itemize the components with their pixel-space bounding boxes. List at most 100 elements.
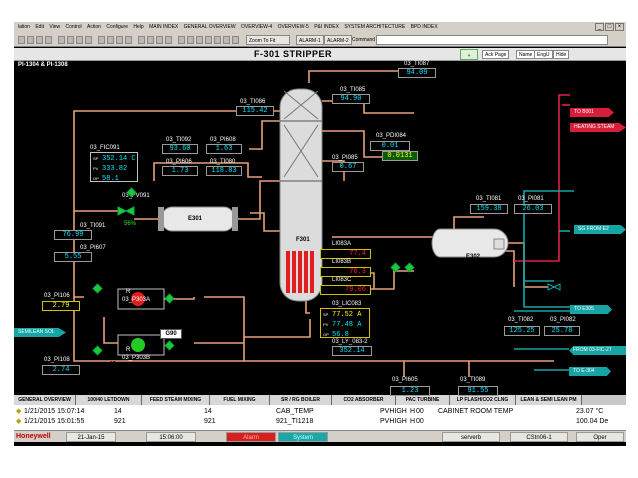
home-icon[interactable] xyxy=(36,36,43,44)
ti091-value[interactable]: 76.99 xyxy=(54,230,92,240)
pi106-value[interactable]: 2.79 xyxy=(42,301,80,311)
cancel-icon[interactable] xyxy=(205,36,212,44)
check-icon[interactable] xyxy=(196,36,203,44)
menu-item-pi-index[interactable]: P&I INDEX xyxy=(314,24,339,30)
tab-lp-flash[interactable]: LP FLASH/CO2 CLNG xyxy=(450,395,516,405)
menu-item-bpd-index[interactable]: BPD INDEX xyxy=(410,24,438,30)
menu-item-main-index[interactable]: MAIN INDEX xyxy=(149,24,179,30)
ly083-2-value[interactable]: 352.14 xyxy=(332,346,372,356)
page-left-icon[interactable] xyxy=(156,36,163,44)
ti085-value[interactable]: 94.90 xyxy=(332,94,370,104)
menu-item-system-architecture[interactable]: SYSTEM ARCHITECTURE xyxy=(344,24,406,30)
menu-item-view[interactable]: View xyxy=(49,24,61,30)
pi607-value[interactable]: 5.55 xyxy=(54,252,92,262)
page-right-icon[interactable] xyxy=(165,36,172,44)
pdi084-value-2[interactable]: 0.0131 xyxy=(382,151,418,161)
command-input[interactable] xyxy=(376,35,608,45)
stream-to-b001[interactable]: TO B001 xyxy=(570,108,614,117)
menu-item-configure[interactable]: Configure xyxy=(106,24,128,30)
pi108-value[interactable]: 2.74 xyxy=(42,365,80,375)
menu-item-overview-4[interactable]: OVERVIEW-4 xyxy=(241,24,273,30)
pi606-value[interactable]: 1.73 xyxy=(162,166,198,176)
alarm-row[interactable]: ◆ 1/21/2015 15:07:14 14 14 CAB_TEMP PVHI… xyxy=(14,407,626,416)
pi-reference-label: PI-1304 & PI-1308 xyxy=(18,62,68,68)
menu-item-control[interactable]: Control xyxy=(65,24,82,30)
alarm-2-button[interactable]: ALARM-2 xyxy=(324,35,352,45)
stream-heating-steam[interactable]: HEATING STEAM xyxy=(570,123,626,132)
back-icon[interactable] xyxy=(18,36,25,44)
stream-sg-from[interactable]: SG FROM E2 xyxy=(574,225,626,234)
operator-icon[interactable] xyxy=(107,36,114,44)
menu-item-overview-5[interactable]: OVERVIEW-5 xyxy=(277,24,309,30)
message-icon[interactable] xyxy=(116,36,123,44)
g90-button[interactable]: G90 xyxy=(160,329,182,339)
group-icon[interactable] xyxy=(85,36,92,44)
hide-button[interactable]: Hide xyxy=(553,50,570,59)
page-up-icon[interactable] xyxy=(138,36,145,44)
name-button[interactable]: Name xyxy=(516,50,536,59)
pi605-value[interactable]: 1.23 xyxy=(390,386,430,396)
event-summary-icon[interactable] xyxy=(67,36,74,44)
li083b-value[interactable]: 76.3 xyxy=(320,267,371,277)
engu-button[interactable]: EngU xyxy=(534,50,553,59)
ack-page-button[interactable]: Ack Page xyxy=(482,50,510,59)
ack-icon[interactable] xyxy=(178,36,185,44)
menu-item-action[interactable]: Action xyxy=(87,24,101,30)
menu-item-general-overview[interactable]: GENERAL OVERVIEW xyxy=(183,24,236,30)
pi608-value[interactable]: 1.63 xyxy=(206,144,242,154)
tab-lean-semi-lean[interactable]: LEAN & SEMI LEAN PM xyxy=(516,395,582,405)
ti087-value[interactable]: 94.09 xyxy=(398,68,436,78)
stream-to-e304[interactable]: TO E-304 xyxy=(569,367,611,376)
tab-pac-turbine[interactable]: PAC TURBINE xyxy=(396,395,450,405)
tab-feed-steam-mixing[interactable]: FEED STEAM MIXING xyxy=(142,395,210,405)
print-icon[interactable] xyxy=(45,36,52,44)
ti089-value[interactable]: 91.55 xyxy=(458,386,498,396)
lic083-pv-unit: A xyxy=(357,321,362,329)
close-icon[interactable]: × xyxy=(615,23,624,31)
minimize-icon[interactable]: _ xyxy=(595,23,604,31)
alarm-row[interactable]: ◆ 1/21/2015 15:01:55 921 921 921_TI1218 … xyxy=(14,417,626,426)
lower-icon[interactable] xyxy=(223,36,230,44)
alarm-summary-icon[interactable] xyxy=(58,36,65,44)
alarm-1-button[interactable]: ALARM-1 xyxy=(296,35,324,45)
pi085-value[interactable]: 0.67 xyxy=(332,162,364,172)
li083a-value[interactable]: 77.4 xyxy=(320,249,371,259)
pdi084-value[interactable]: 0.01 xyxy=(370,141,410,151)
detail-icon[interactable] xyxy=(98,36,105,44)
li083c-value[interactable]: 79.06 xyxy=(320,285,371,295)
pi606-label: 03_PI606 xyxy=(166,159,192,165)
zoom-select[interactable]: Zoom To Fit xyxy=(246,35,290,45)
ti086-value[interactable]: 115.42 xyxy=(236,106,274,116)
menu-item-station[interactable]: lation xyxy=(18,24,30,30)
ti081-value[interactable]: 159.38 xyxy=(470,204,508,214)
stream-from-03fic[interactable]: FROM 03-FIC-27 xyxy=(569,346,626,355)
maximize-icon[interactable]: □ xyxy=(605,23,614,31)
ti082-value[interactable]: 125.25 xyxy=(504,326,540,336)
raise-icon[interactable] xyxy=(214,36,221,44)
fic091-pv: 333.82 xyxy=(102,165,128,173)
silence-icon[interactable] xyxy=(187,36,194,44)
ti080-value[interactable]: 118.83 xyxy=(206,166,242,176)
lock-icon[interactable] xyxy=(232,36,239,44)
tab-sr-rg-boiler[interactable]: SR / RG BOILER xyxy=(270,395,332,405)
stream-to-e305[interactable]: TO E305 xyxy=(570,305,612,314)
stream-semilean-sol[interactable]: SEMILEAN SOL xyxy=(14,328,66,337)
menu-item-help[interactable]: Help xyxy=(133,24,144,30)
tab-letdown[interactable]: 100/40 LETDOWN xyxy=(76,395,142,405)
system-status-button[interactable]: System xyxy=(278,432,328,442)
forward-icon[interactable] xyxy=(27,36,34,44)
ti092-value[interactable]: 93.60 xyxy=(162,144,198,154)
menu-item-edit[interactable]: Edit xyxy=(35,24,44,30)
report-icon[interactable] xyxy=(125,36,132,44)
alarm-status-button[interactable]: Alarm xyxy=(226,432,276,442)
tab-co2-absorber[interactable]: CO2 ABSORBER xyxy=(332,395,396,405)
pi082-value[interactable]: 25.78 xyxy=(544,326,580,336)
pi081-value[interactable]: 26.03 xyxy=(514,204,552,214)
tab-fuel-mixing[interactable]: FUEL MIXING xyxy=(210,395,270,405)
page-down-icon[interactable] xyxy=(147,36,154,44)
alarm-desc: CABINET ROOM TEMP xyxy=(438,408,514,415)
trend-icon[interactable] xyxy=(76,36,83,44)
tab-general-overview[interactable]: GENERAL OVERVIEW xyxy=(14,395,76,405)
